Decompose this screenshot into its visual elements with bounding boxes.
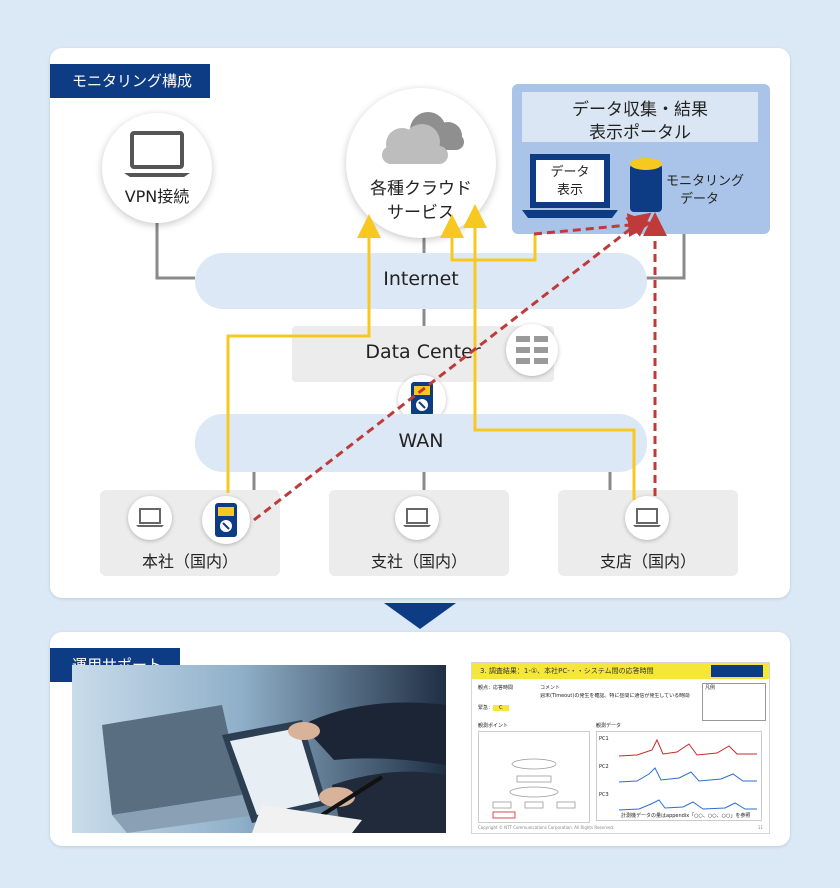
cloud-icon: [382, 112, 464, 164]
vpn-node: VPN接続: [102, 113, 212, 223]
report-comment-text: 週末(Timeout)の発生を確認。特に昼間に通信が発生している時間に多発。: [540, 693, 690, 699]
report-thumbnail: 3. 調査結果：1-①、本社PC-・・システム間の応答時間 観点：応答時間 コメ…: [471, 662, 770, 834]
monitoring-data-line1: モニタリング: [666, 174, 745, 189]
report-title: 3. 調査結果：1-①、本社PC-・・システム間の応答時間: [480, 667, 654, 675]
report-legend: 凡例: [702, 683, 766, 721]
report-severity-value: C: [493, 705, 509, 711]
report-chart-row-2: PC2: [599, 764, 609, 770]
support-photo: [72, 665, 446, 833]
portal-title-line1: データ収集・結果: [572, 100, 708, 120]
report-chart-caption: 計測機データの量はappendix「○○、○○、○○」を参照: [621, 813, 751, 819]
report-data-charts: PC1 PC2 PC3 計測機データの量はappendix「○○、○○、○○」を…: [596, 731, 762, 821]
display-label-line1: データ: [550, 165, 590, 180]
server-rack-icon: [506, 324, 558, 376]
monitoring-section-tag: モニタリング構成: [50, 64, 211, 98]
wan-bar: WAN: [195, 414, 647, 472]
cloud-label-line2: サービス: [387, 203, 455, 223]
report-point-value: 応答時間: [493, 685, 514, 691]
branch-office-pc: [395, 496, 439, 540]
report-point: 観点：応答時間: [478, 685, 513, 691]
laptop-icon: [403, 508, 431, 527]
cloud-label-line1: 各種クラウド: [370, 179, 472, 199]
portal-box: データ収集・結果 表示ポータル データ 表示 モニタリング データ: [512, 84, 770, 234]
office-hq: 本社（国内）: [100, 490, 280, 576]
report-chart-row-3: PC3: [599, 792, 609, 798]
report-comment-label: コメント: [540, 685, 561, 691]
branch-store-pc: [625, 496, 669, 540]
report-severity: 緊急：C: [478, 705, 509, 711]
report-header: 3. 調査結果：1-①、本社PC-・・システム間の応答時間: [472, 663, 769, 679]
report-measure-data-label: 観測データ: [596, 723, 622, 729]
datacenter-label: Data Center: [365, 341, 481, 363]
report-severity-label: 緊急：: [478, 705, 494, 711]
report-point-label: 観点：: [478, 685, 494, 691]
laptop-icon: [124, 131, 190, 177]
laptop-icon: [633, 508, 661, 527]
report-logo: [711, 665, 763, 677]
report-legend-title: 凡例: [705, 685, 716, 691]
laptop-icon: [136, 508, 164, 527]
report-network-diagram: [478, 731, 590, 823]
wan-label: WAN: [398, 430, 444, 452]
vpn-label: VPN接続: [124, 187, 190, 206]
monitoring-data-line2: データ: [680, 192, 720, 207]
report-chart-row-1: PC1: [599, 736, 609, 742]
data-paths: [226, 204, 667, 522]
monitoring-panel: モニタリング構成 VPN接続 各種: [50, 48, 790, 598]
database-icon: [630, 158, 662, 212]
branch-store-label: 支店（国内）: [599, 552, 696, 571]
portal-header: データ収集・結果 表示ポータル: [522, 92, 758, 143]
portal-title-line2: 表示ポータル: [589, 123, 691, 143]
flow-down-arrow: [384, 603, 456, 629]
branch-office-label: 支社（国内）: [370, 552, 467, 571]
display-label-line2: 表示: [556, 183, 583, 198]
hq-monitor-device: [202, 496, 250, 544]
report-footer: Copyright © NTT Communications Corporati…: [478, 825, 615, 831]
hq-pc: [128, 496, 172, 540]
support-panel: 運用サポート 3. 調査結果：1-①、本社PC-・・システム間の応答時間 観点：…: [50, 632, 790, 846]
hq-label: 本社（国内）: [141, 552, 238, 571]
monitor-device-icon: [215, 503, 237, 537]
portal-laptop-icon: [522, 154, 618, 218]
internet-bar: Internet: [195, 253, 647, 309]
internet-label: Internet: [383, 268, 459, 290]
report-measure-point-label: 観測ポイント: [478, 723, 509, 729]
report-page: 11: [757, 825, 763, 831]
